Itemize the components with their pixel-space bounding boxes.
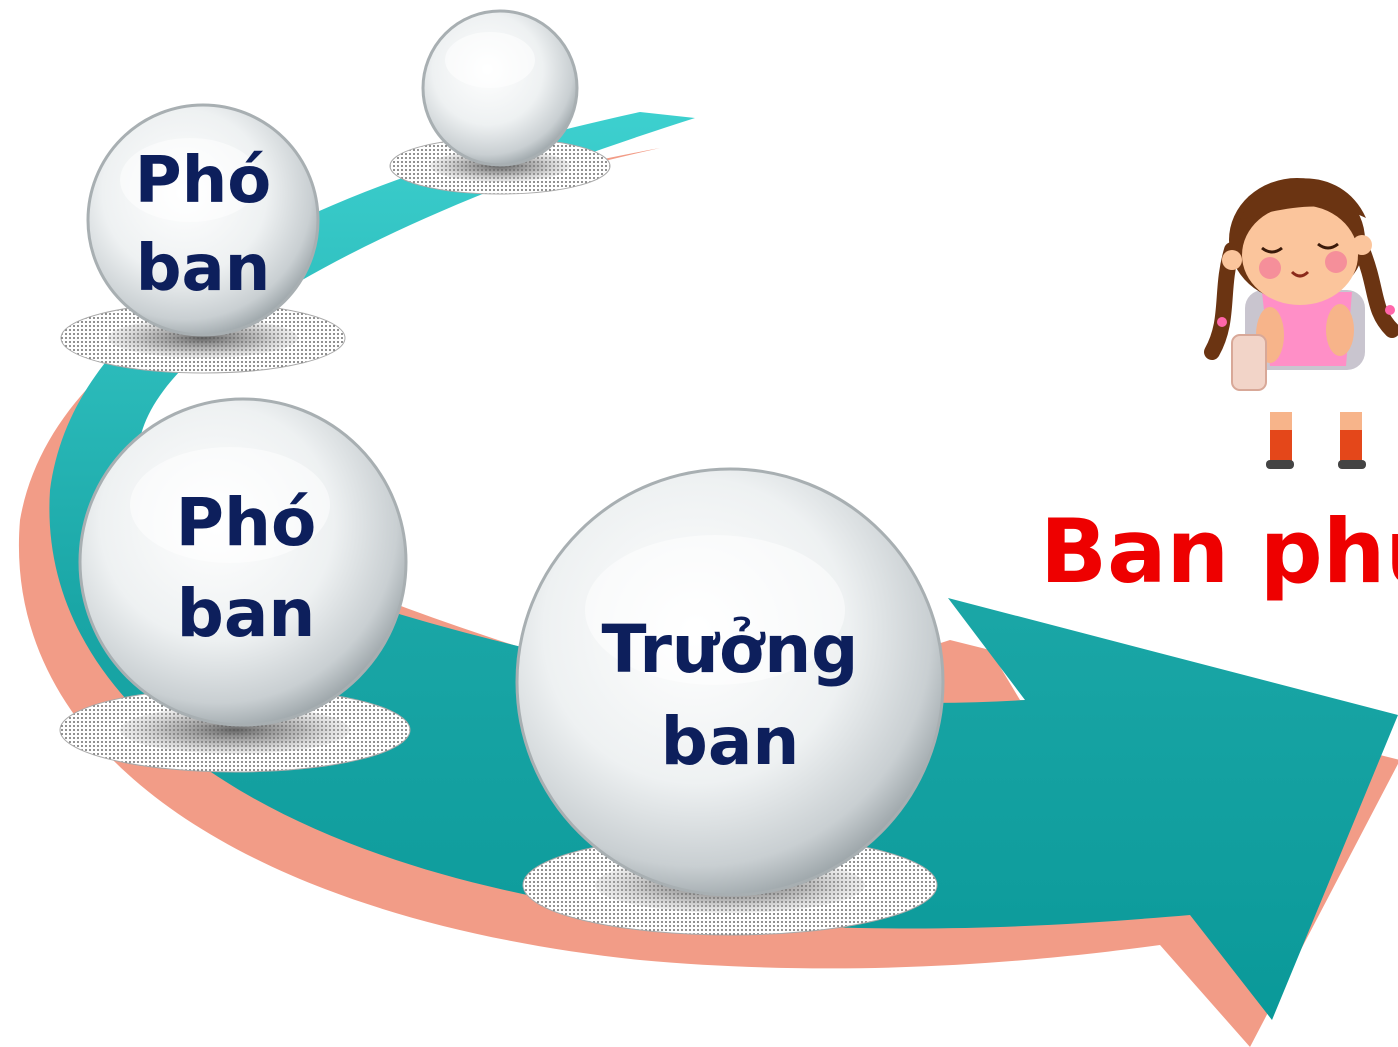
sphere-main-line-2: ban: [661, 703, 800, 780]
girl-with-backpack-illustration: [1204, 178, 1398, 469]
sphere-main-line-1: Trưởng: [602, 611, 859, 688]
sphere-middle: Phó ban: [78, 397, 408, 727]
sphere-middle-line-2: ban: [177, 575, 316, 652]
sphere-main: Trưởng ban: [515, 467, 945, 897]
arrow-body: [49, 112, 1398, 1020]
group-title: Ban phụ: [1040, 500, 1398, 603]
sphere-upper: Phó ban: [86, 103, 320, 337]
sphere-middle-line-1: Phó: [176, 484, 317, 561]
sphere-upper-line-2: ban: [136, 232, 271, 306]
sphere-upper-line-1: Phó: [135, 144, 271, 218]
sphere-top: [421, 9, 579, 167]
